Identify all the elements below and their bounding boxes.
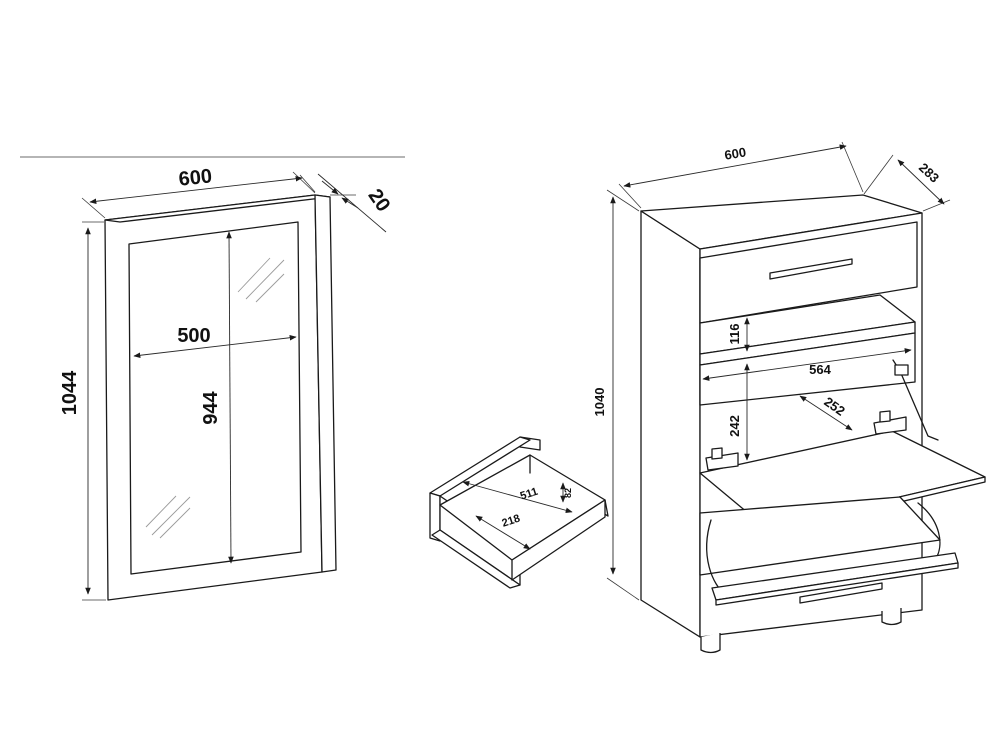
glass-width-label: 500 bbox=[177, 325, 210, 347]
cabinet-gap-label: 116 bbox=[727, 324, 742, 345]
mirror-reflection-marks bbox=[145, 257, 285, 539]
glass-width-dimension bbox=[133, 334, 297, 359]
cabinet-compartment-label: 242 bbox=[727, 415, 742, 437]
cabinet-leg bbox=[881, 608, 902, 626]
cabinet-leg bbox=[700, 633, 721, 654]
cabinet-drawing: 600 283 1040 116 564 242 252 bbox=[592, 141, 986, 654]
cabinet-width-dimension bbox=[623, 144, 847, 188]
cabinet-inner-width-dimension bbox=[702, 348, 912, 381]
drawer-inner-front bbox=[511, 499, 606, 581]
mirror-depth-label: 20 bbox=[364, 185, 395, 216]
glass-height-label: 944 bbox=[200, 390, 222, 424]
mirror-width-dimension bbox=[89, 175, 303, 205]
glass-height-dimension bbox=[226, 231, 234, 564]
mirror-drawing: 600 20 1044 500 944 bbox=[20, 156, 405, 601]
cabinet-drawer-handle bbox=[769, 258, 853, 280]
drawer-height-label: 82 bbox=[563, 488, 573, 498]
cabinet-depth-dimension bbox=[897, 159, 945, 205]
mirror-glass bbox=[128, 221, 302, 575]
mirror-depth-dimension-line bbox=[317, 173, 387, 233]
cabinet-flap-hinges bbox=[705, 410, 907, 471]
mirror-frame-side-edge bbox=[314, 194, 337, 573]
drawer-width-label: 218 bbox=[500, 513, 521, 530]
cabinet-width-label: 600 bbox=[723, 144, 747, 162]
cabinet-bottom-handle bbox=[799, 582, 883, 604]
cabinet-depth-label: 283 bbox=[916, 160, 942, 186]
drawer-length-dimension bbox=[462, 480, 573, 514]
cabinet-height-label: 1040 bbox=[592, 388, 607, 417]
cabinet-side-panel bbox=[640, 210, 701, 638]
mirror-width-label: 600 bbox=[178, 165, 213, 190]
drawer-drawing: 511 218 82 bbox=[429, 436, 609, 589]
cabinet-inner-width-label: 564 bbox=[809, 362, 831, 377]
cabinet-flap-dimension bbox=[799, 395, 853, 431]
mirror-height-label: 1044 bbox=[59, 370, 81, 415]
drawer-width-dimension bbox=[475, 515, 531, 550]
drawer-length-label: 511 bbox=[519, 486, 540, 503]
